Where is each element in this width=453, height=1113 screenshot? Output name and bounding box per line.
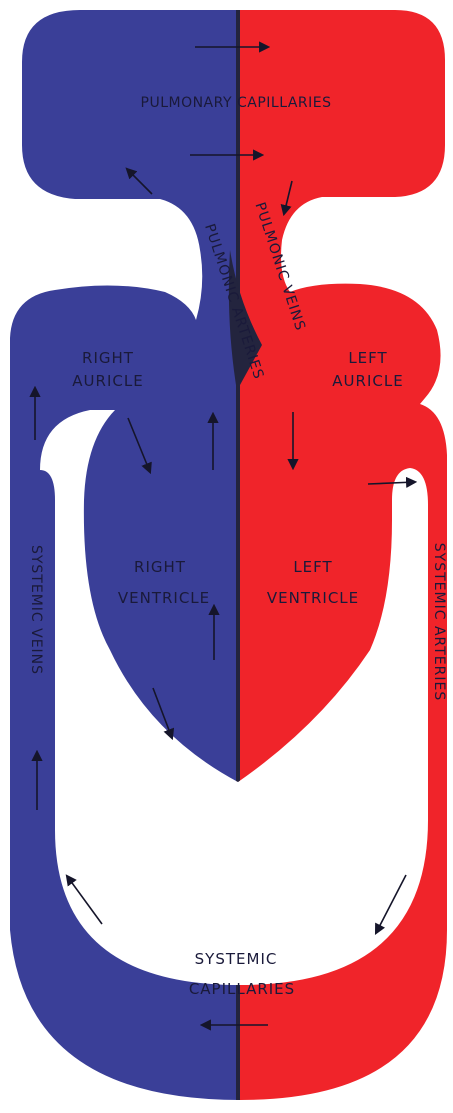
left-ventricle-line1-label: LEFT (293, 558, 332, 576)
systemic-capillaries-line2-label: CAPILLARIES (189, 980, 295, 998)
right-ventricle-line2-label: VENTRICLE (118, 589, 210, 607)
systemic-capillaries-line1-label: SYSTEMIC (195, 950, 278, 968)
left-ventricle-line2-label: VENTRICLE (267, 589, 359, 607)
pulmonary-capillaries-label: PULMONARY CAPILLARIES (141, 95, 332, 111)
systemic-arteries-label: SYSTEMIC ARTERIES (431, 543, 447, 701)
right-auricle-line1-label: RIGHT (82, 349, 134, 367)
septum-line (236, 10, 240, 1100)
left-auricle-line2-label: AURICLE (332, 372, 403, 390)
right-ventricle-line1-label: RIGHT (134, 558, 186, 576)
arterial-side (238, 0, 453, 1113)
left-auricle-line1-label: LEFT (348, 349, 387, 367)
right-auricle-line2-label: AURICLE (72, 372, 143, 390)
systemic-veins-label: SYSTEMIC VEINS (28, 545, 44, 675)
